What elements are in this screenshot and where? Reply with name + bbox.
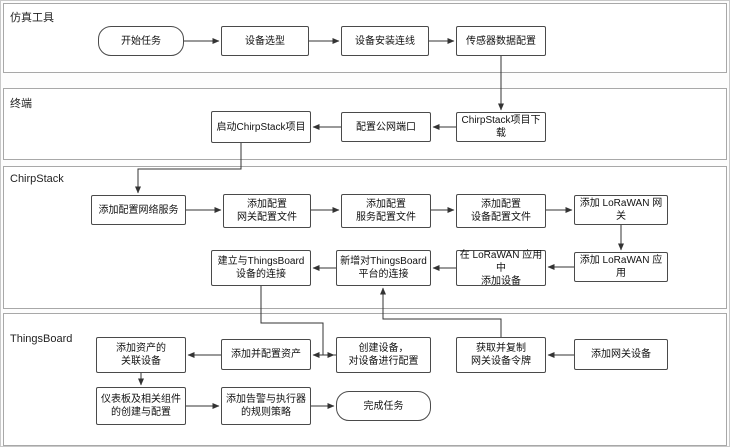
lane-thingsboard [3, 313, 727, 446]
node-add-device-in-app: 在 LoRaWAN 应用中 添加设备 [456, 250, 546, 287]
node-cs-launch: 启动ChirpStack项目 [211, 111, 311, 143]
node-cs-download: ChirpStack项目下载 [456, 112, 546, 142]
node-add-lorawan-app: 添加 LoRaWAN 应用 [574, 252, 668, 282]
node-new-tb-connection: 新增对ThingsBoard 平台的连接 [336, 250, 431, 286]
node-finish-task: 完成任务 [336, 391, 431, 421]
node-asset-devices: 添加资产的 关联设备 [96, 337, 186, 373]
node-link-tb-device: 建立与ThingsBoard 设备的连接 [211, 250, 311, 286]
lane-chirpstack [3, 166, 727, 309]
lane-label-simulation-tools: 仿真工具 [10, 12, 54, 24]
node-add-gateway-device: 添加网关设备 [574, 339, 668, 370]
node-add-asset: 添加并配置资产 [221, 339, 311, 370]
lane-label-thingsboard: ThingsBoard [10, 333, 73, 345]
node-device-selection: 设备选型 [221, 26, 309, 56]
node-sensor-config: 传感器数据配置 [456, 26, 546, 56]
node-network-service: 添加配置网络服务 [91, 195, 186, 225]
node-device-wiring: 设备安装连线 [341, 26, 429, 56]
node-device-profile: 添加配置 设备配置文件 [456, 194, 546, 228]
node-alarm-rules: 添加告警与执行器 的规则策略 [221, 387, 311, 425]
node-dashboard: 仪表板及相关组件 的创建与配置 [96, 387, 186, 425]
lane-label-terminal: 终端 [10, 98, 32, 110]
node-gateway-profile: 添加配置 网关配置文件 [223, 194, 311, 228]
node-copy-gateway-token: 获取并复制 网关设备令牌 [456, 337, 546, 373]
node-add-lorawan-gateway: 添加 LoRaWAN 网关 [574, 195, 668, 225]
node-public-port: 配置公网端口 [341, 112, 431, 142]
node-start-task: 开始任务 [98, 26, 184, 56]
node-service-profile: 添加配置 服务配置文件 [341, 194, 431, 228]
lane-label-chirpstack: ChirpStack [10, 173, 64, 185]
node-create-device: 创建设备， 对设备进行配置 [336, 337, 431, 373]
